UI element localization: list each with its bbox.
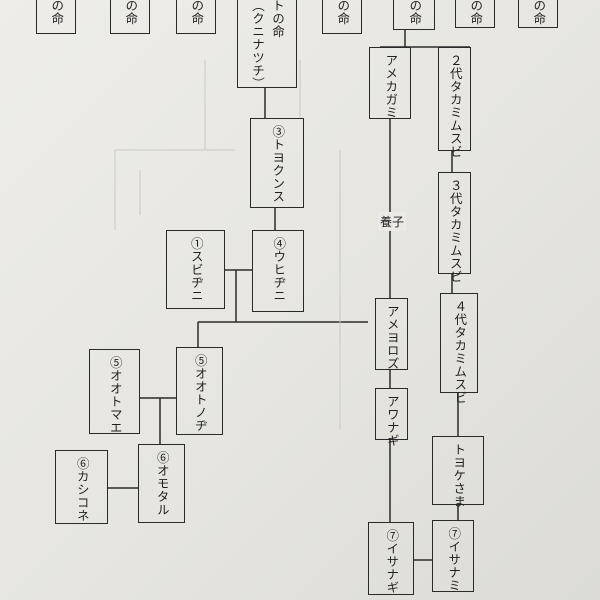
node-subichini-label: ①スビヂニ [188,237,204,302]
node-top-2: の命 [110,0,150,34]
node-amekagami: アメカガミ [369,47,411,119]
node-top-1-label: の命 [49,0,65,25]
node-ootomae-label: ⑤オオトマエ [107,356,123,434]
node-takamimusubi-3-label: ３代タカミムスビ [447,179,463,283]
node-kuninatsuchi: トの命 （クニナツチ） [237,0,297,90]
node-omotaru-label: ⑥オモタル [154,451,170,516]
node-top-1: の命 [36,0,76,34]
node-ameyorozu-label: アメヨロズ [384,305,400,370]
node-top-8: の命 [518,0,558,28]
node-kuninatsuchi-label: トの命 （クニナツチ） [250,0,285,90]
node-omotaru: ⑥オモタル [138,444,185,523]
node-top-8-label: の命 [531,0,547,25]
node-top-3-label: の命 [189,0,205,25]
node-top-7: の命 [455,0,495,28]
node-toyokunsu: ③トヨクンス [250,118,304,208]
node-top-6-label: の命 [407,0,423,25]
node-ootomae: ⑤オオトマエ [89,349,140,434]
node-takamimusubi-4: ４代タカミムスビ [440,293,478,404]
adoption-label: 養子 [378,212,407,231]
node-ameyorozu: アメヨロズ [375,298,408,370]
node-izanami: ⑦イサナミ [432,520,474,592]
node-amekagami-label: アメカガミ [383,54,399,119]
node-kashikone-label: ⑥カシコネ [74,457,90,522]
node-uhijini: ④ウヒヂニ [252,230,304,312]
node-izanagi: ⑦イサナギ [368,522,414,595]
node-top-3: の命 [176,0,216,34]
node-awanagi-label: アワナギ [384,395,400,447]
node-ootonochi-label: ⑤オオトノヂ [192,354,208,432]
node-top-5: の命 [322,0,362,34]
node-top-7-label: の命 [468,0,484,25]
node-izanagi-label: ⑦イサナギ [384,529,400,594]
node-awanagi: アワナギ [375,388,408,447]
node-uhijini-label: ④ウヒヂニ [271,237,287,302]
node-top-2-label: の命 [123,0,139,25]
node-toyokesama-label: トヨケさま [451,443,467,508]
node-takamimusubi-3: ３代タカミムスビ [438,172,471,283]
node-ootonochi: ⑤オオトノヂ [176,347,223,435]
node-toyokesama: トヨケさま [432,436,484,508]
node-top-6: の命 [393,0,435,30]
node-takamimusubi-2-label: ２代タカミムスビ [447,54,463,158]
node-takamimusubi-2: ２代タカミムスビ [438,47,471,158]
node-top-5-label: の命 [335,0,351,25]
node-izanami-label: ⑦イサナミ [446,527,462,592]
node-toyokunsu-label: ③トヨクンス [270,125,286,203]
node-takamimusubi-4-label: ４代タカミムスビ [452,300,468,404]
node-subichini: ①スビヂニ [166,230,225,309]
node-kashikone: ⑥カシコネ [55,450,108,524]
